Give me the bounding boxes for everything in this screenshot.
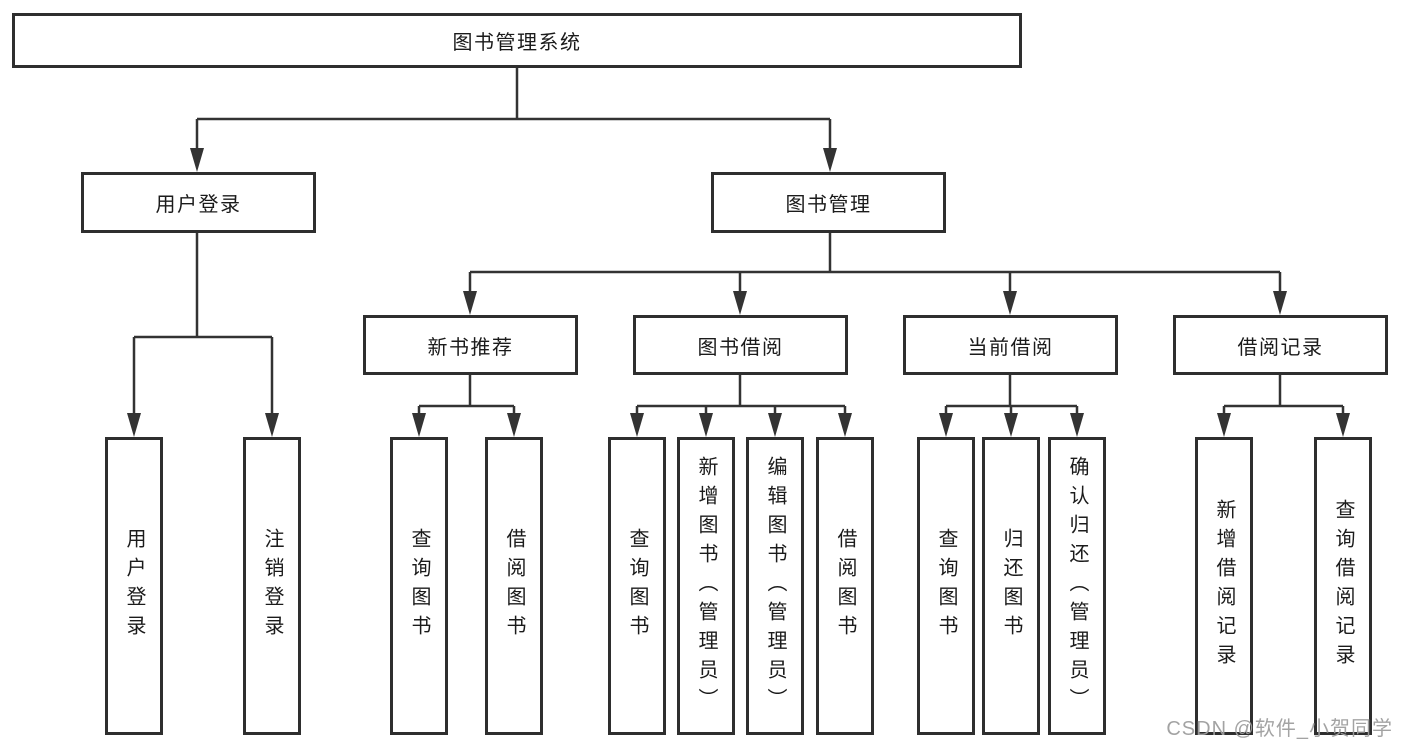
leaf-bb-add-books-admin-label: 新增图书（管理员） — [695, 455, 717, 717]
leaf-logout: 注销登录 — [243, 437, 301, 735]
arrowheads — [127, 148, 1350, 437]
leaf-nb-borrow-books: 借阅图书 — [485, 437, 543, 735]
leaf-br-query-record-label: 查询借阅记录 — [1332, 499, 1354, 673]
leaf-logout-label: 注销登录 — [261, 528, 283, 644]
leaf-bb-query-books-label: 查询图书 — [626, 528, 648, 644]
leaf-cb-return-books-label: 归还图书 — [1000, 528, 1022, 644]
leaf-nb-borrow-books-label: 借阅图书 — [503, 528, 525, 644]
leaf-user-login: 用户登录 — [105, 437, 163, 735]
node-borrowing-records-label: 借阅记录 — [1237, 336, 1324, 359]
node-book-management: 图书管理 — [711, 172, 946, 233]
node-root: 图书管理系统 — [12, 13, 1022, 68]
leaf-cb-return-books: 归还图书 — [982, 437, 1040, 735]
node-root-label: 图书管理系统 — [452, 32, 582, 54]
leaf-br-add-record-label: 新增借阅记录 — [1213, 499, 1235, 673]
node-user-login: 用户登录 — [81, 172, 316, 233]
node-current-borrowing: 当前借阅 — [903, 315, 1118, 375]
leaf-br-add-record: 新增借阅记录 — [1195, 437, 1253, 735]
node-book-borrowing-label: 图书借阅 — [697, 336, 784, 359]
leaf-bb-edit-books-admin-label: 编辑图书（管理员） — [764, 455, 786, 717]
leaf-bb-borrow-books-label: 借阅图书 — [834, 528, 856, 644]
leaf-cb-query-books: 查询图书 — [917, 437, 975, 735]
node-current-borrowing-label: 当前借阅 — [967, 336, 1054, 359]
node-new-book-recommend-label: 新书推荐 — [427, 336, 514, 359]
leaf-nb-query-books-label: 查询图书 — [408, 528, 430, 644]
leaf-bb-edit-books-admin: 编辑图书（管理员） — [746, 437, 804, 735]
leaf-user-login-label: 用户登录 — [123, 528, 145, 644]
leaf-br-query-record: 查询借阅记录 — [1314, 437, 1372, 735]
node-borrowing-records: 借阅记录 — [1173, 315, 1388, 375]
node-book-management-label: 图书管理 — [785, 194, 872, 216]
leaf-bb-query-books: 查询图书 — [608, 437, 666, 735]
leaf-nb-query-books: 查询图书 — [390, 437, 448, 735]
watermark: CSDN @软件_小贺同学 — [1166, 718, 1393, 740]
node-user-login-label: 用户登录 — [155, 194, 242, 216]
leaf-bb-add-books-admin: 新增图书（管理员） — [677, 437, 735, 735]
leaf-cb-confirm-return-admin: 确认归还（管理员） — [1048, 437, 1106, 735]
leaf-cb-query-books-label: 查询图书 — [935, 528, 957, 644]
node-book-borrowing: 图书借阅 — [633, 315, 848, 375]
node-new-book-recommend: 新书推荐 — [363, 315, 578, 375]
leaf-bb-borrow-books: 借阅图书 — [816, 437, 874, 735]
leaf-cb-confirm-return-admin-label: 确认归还（管理员） — [1066, 455, 1088, 717]
